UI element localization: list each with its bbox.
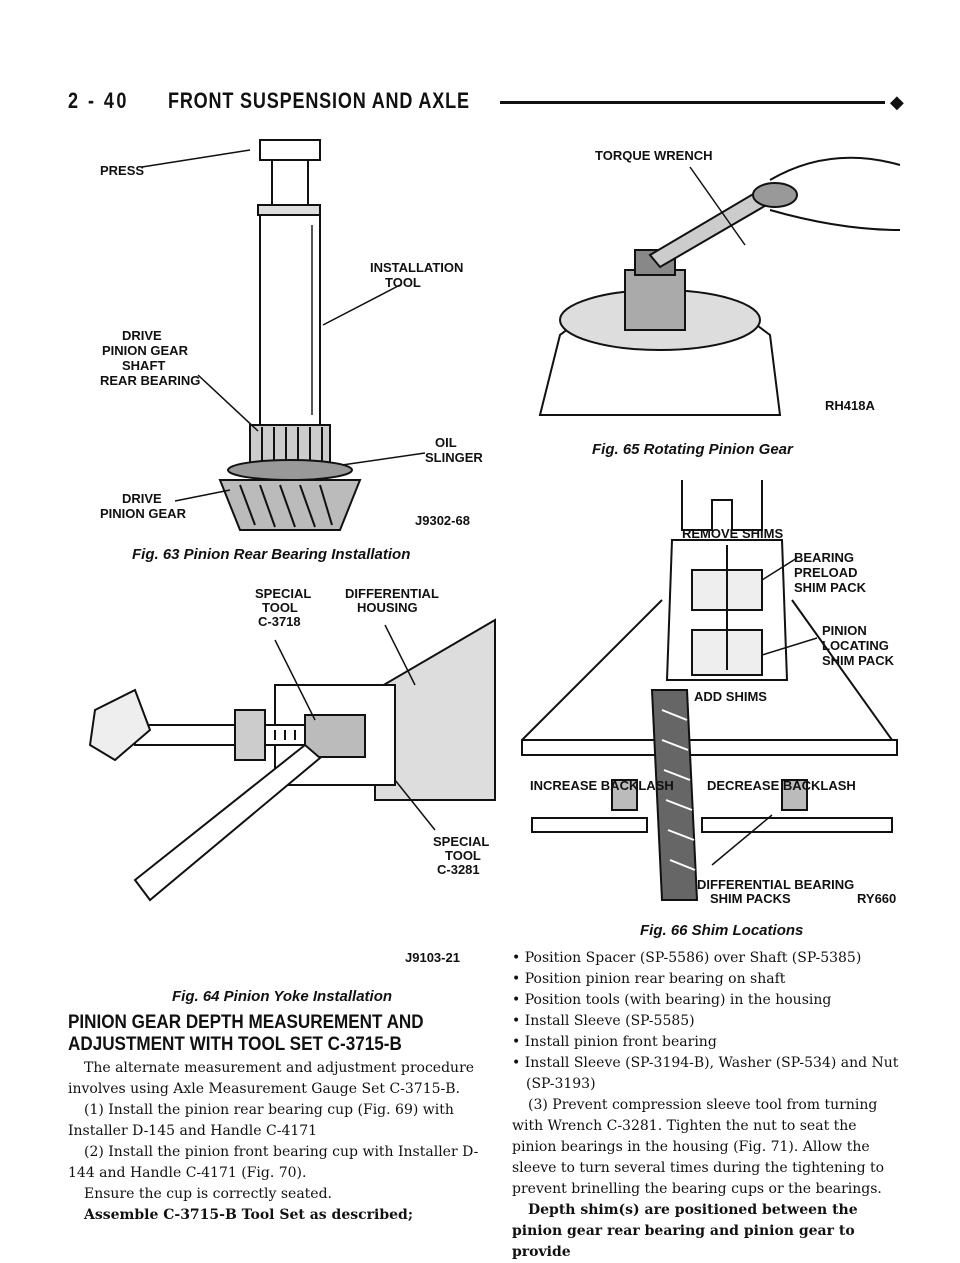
- figure-65: TORQUE WRENCH RH418A: [520, 135, 910, 425]
- label-press: PRESS: [100, 163, 144, 178]
- label-increase-backlash: INCREASE BACKLASH: [530, 778, 674, 793]
- label-remove-shims: REMOVE SHIMS: [682, 526, 783, 541]
- section-heading-line-1: PINION GEAR DEPTH MEASUREMENT AND: [68, 1012, 424, 1033]
- label-pinion-locating-3: SHIM PACK: [822, 653, 895, 668]
- list-item: • Position tools (with bearing) in the h…: [512, 992, 832, 1008]
- list-item: • Position Spacer (SP-5586) over Shaft (…: [512, 950, 862, 966]
- caption-fig-66: Fig. 66 Shim Locations: [640, 922, 804, 939]
- label-torque-wrench: TORQUE WRENCH: [595, 148, 712, 163]
- label-bearing-preload-3: SHIM PACK: [794, 580, 867, 595]
- list-item: • Install pinion front bearing: [512, 1034, 717, 1050]
- shim-locations-illustration: REMOVE SHIMS BEARING PRELOAD SHIM PACK P…: [521, 480, 898, 906]
- label-drive-gear-1: DRIVE: [122, 491, 162, 506]
- label-special-tool-c3281-1: SPECIAL: [433, 834, 489, 849]
- paragraph: The alternate measurement and adjustment…: [68, 1060, 475, 1097]
- label-drive-pinion-3: SHAFT: [122, 358, 165, 373]
- label-decrease-backlash: DECREASE BACKLASH: [707, 778, 856, 793]
- label-oil-2: SLINGER: [425, 450, 483, 465]
- label-oil-1: OIL: [435, 435, 457, 450]
- pinion-yoke-illustration: SPECIAL TOOL C-3718 DIFFERENTIAL HOUSING…: [88, 586, 496, 965]
- label-drive-pinion-4: REAR BEARING: [100, 373, 200, 388]
- label-differential-housing-2: HOUSING: [357, 600, 418, 615]
- figure-code: RH418A: [825, 398, 875, 413]
- section-heading-line-2: ADJUSTMENT WITH TOOL SET C-3715-B: [68, 1034, 402, 1055]
- label-drive-gear-2: PINION GEAR: [100, 506, 187, 521]
- caption-fig-64: Fig. 64 Pinion Yoke Installation: [172, 988, 393, 1005]
- page-title: FRONT SUSPENSION AND AXLE: [168, 88, 470, 113]
- label-pinion-locating-1: PINION: [822, 623, 867, 638]
- paragraph: Depth shim(s) are positioned between the…: [512, 1202, 858, 1260]
- label-add-shims: ADD SHIMS: [694, 689, 767, 704]
- label-special-tool-c3718-2: TOOL: [262, 600, 298, 615]
- left-column-text: The alternate measurement and adjustment…: [68, 1058, 488, 1226]
- diamond-icon: ◆: [890, 92, 904, 113]
- figure-code: J9103-21: [405, 950, 460, 965]
- label-diff-bearing-1: DIFFERENTIAL BEARING: [697, 877, 854, 892]
- label-special-tool-c3718-3: C-3718: [258, 614, 301, 629]
- label-drive-pinion-2: PINION GEAR: [102, 343, 189, 358]
- label-special-tool-c3281-2: TOOL: [445, 848, 481, 863]
- label-pinion-locating-2: LOCATING: [822, 638, 889, 653]
- figure-63: PRESS INSTALLATION TOOL DRIVE PINION GEA…: [80, 135, 500, 535]
- list-item: • Install Sleeve (SP-5585): [512, 1013, 695, 1029]
- label-drive-pinion-1: DRIVE: [122, 328, 162, 343]
- label-special-tool-c3281-3: C-3281: [437, 862, 480, 877]
- figure-64: SPECIAL TOOL C-3718 DIFFERENTIAL HOUSING…: [75, 580, 500, 970]
- figure-code: J9302-68: [415, 513, 470, 528]
- list-item: • Install Sleeve (SP-3194-B), Washer (SP…: [512, 1055, 899, 1092]
- page-header: 2 - 40 FRONT SUSPENSION AND AXLE ◆: [68, 88, 904, 116]
- label-special-tool-c3718-1: SPECIAL: [255, 586, 311, 601]
- section-heading: PINION GEAR DEPTH MEASUREMENT AND ADJUST…: [68, 1012, 455, 1056]
- list-item: • Position pinion rear bearing on shaft: [512, 971, 786, 987]
- page-number: 2 - 40: [68, 88, 129, 113]
- label-diff-bearing-2: SHIM PACKS: [710, 891, 791, 906]
- rotating-pinion-illustration: TORQUE WRENCH RH418A: [538, 148, 901, 416]
- paragraph: (2) Install the pinion front bearing cup…: [68, 1144, 479, 1181]
- caption-fig-63: Fig. 63 Pinion Rear Bearing Installation: [132, 546, 411, 563]
- header-rule: [500, 101, 885, 104]
- caption-fig-65: Fig. 65 Rotating Pinion Gear: [592, 441, 793, 458]
- figure-66: REMOVE SHIMS BEARING PRELOAD SHIM PACK P…: [512, 470, 907, 910]
- label-installation-tool-2: TOOL: [385, 275, 421, 290]
- right-column-text: • Position Spacer (SP-5586) over Shaft (…: [512, 948, 902, 1263]
- paragraph: Assemble C-3715-B Tool Set as described;: [84, 1207, 413, 1223]
- paragraph: (1) Install the pinion rear bearing cup …: [68, 1102, 454, 1139]
- paragraph: (3) Prevent compression sleeve tool from…: [512, 1097, 885, 1197]
- pinion-rear-bearing-illustration: PRESS INSTALLATION TOOL DRIVE PINION GEA…: [100, 139, 483, 531]
- label-differential-housing-1: DIFFERENTIAL: [345, 586, 439, 601]
- label-bearing-preload-2: PRELOAD: [794, 565, 858, 580]
- label-bearing-preload-1: BEARING: [794, 550, 854, 565]
- figure-code: RY660: [857, 891, 896, 906]
- label-installation-tool-1: INSTALLATION: [370, 260, 463, 275]
- paragraph: Ensure the cup is correctly seated.: [84, 1186, 333, 1202]
